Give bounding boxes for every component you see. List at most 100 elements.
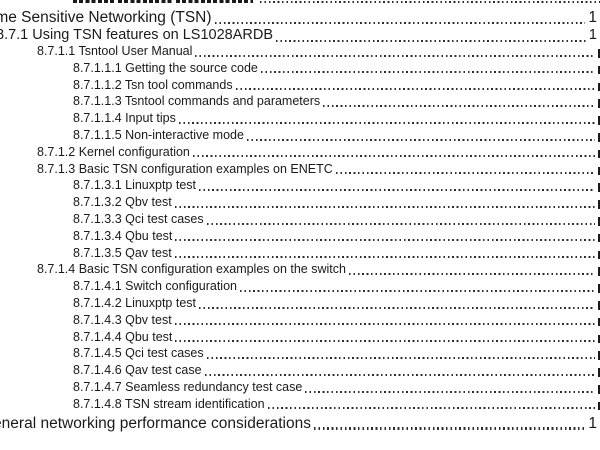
leader-dots: [313, 427, 586, 430]
toc-entry-label: 8.7.1.4.1 Switch configuration: [73, 279, 237, 294]
toc-entry-label: 8.7.1.4.6 Qav test case: [73, 363, 202, 378]
toc-entry[interactable]: 8.7.1.3.4 Qbu test: [73, 229, 600, 244]
toc-entry-page-clipped: [597, 217, 600, 226]
clipped-text-sliver: [118, 0, 172, 4]
toc-entry-label: 8.7.1.1.3 Tsntool commands and parameter…: [73, 94, 321, 109]
toc-entry-page-clipped: [597, 301, 600, 310]
leader-dots: [199, 306, 595, 309]
toc-entry-page-clipped: [597, 99, 600, 108]
toc-entry[interactable]: 8.7.1.4.3 Qbv test: [73, 313, 600, 328]
clipped-text-sliver: [73, 0, 114, 4]
toc-entry-page-clipped: [597, 233, 600, 243]
leader-dots: [178, 121, 595, 124]
toc-entry[interactable]: 8.7.1.3.1 Linuxptp test: [73, 178, 600, 193]
toc-entry[interactable]: 8.7.1.3 Basic TSN configuration examples…: [37, 162, 600, 177]
leader-dots: [305, 390, 595, 393]
toc-entry-label: 8.7.1.3.1 Linuxptp test: [73, 178, 197, 193]
leader-dots: [267, 407, 595, 410]
toc-entry[interactable]: 8.7.1.4.6 Qav test case: [73, 363, 600, 378]
leader-dots: [174, 323, 595, 326]
toc-entry-page-clipped: [597, 166, 600, 176]
toc-entry-page-clipped: [597, 183, 600, 192]
toc-entry-label: 8.7.1.3.3 Qci test cases: [73, 212, 204, 226]
toc-entry-page-clipped: [597, 149, 600, 159]
toc-entry[interactable]: 8.7.1.3.2 Qbv test: [73, 195, 600, 210]
toc-entry-label: 8.7.1.4.3 Qbv test: [73, 312, 172, 327]
clipped-text-sliver: [176, 0, 253, 4]
toc-entry-page-clipped: [597, 317, 600, 327]
toc-entry[interactable]: 8.7.1.2 Kernel configuration: [37, 145, 600, 160]
toc-entry-label: Time Sensitive Networking (TSN): [0, 9, 212, 26]
toc-entry-page-clipped: [597, 250, 600, 260]
toc-entry[interactable]: 8.7.1.1.4 Input tips: [73, 111, 600, 126]
toc-entry-label: 8.7.1.3 Basic TSN configuration examples…: [37, 161, 333, 176]
toc-entry-label: 8.7.1.4 Basic TSN configuration examples…: [37, 262, 346, 277]
leader-dots: [206, 222, 595, 225]
toc-entry-page-clipped: [597, 267, 600, 276]
toc-entry[interactable]: 8.7.1.1 Tsntool User Manual: [37, 44, 600, 59]
toc-entry[interactable]: 8.7.1.3.5 Qav test: [73, 246, 600, 261]
toc-entry-page-clipped: [597, 65, 600, 75]
toc-entry-label: 8.7.1.4.8 TSN stream identification: [73, 396, 265, 411]
leader-dots: [260, 0, 600, 3]
toc-entry[interactable]: General networking performance considera…: [0, 414, 597, 433]
leader-dots: [175, 239, 595, 242]
toc-entry-label: 8.7.1.4.4 Qbu test: [73, 329, 173, 344]
toc-entry-page-clipped: [597, 116, 600, 125]
leader-dots: [199, 188, 595, 191]
toc-entry-label: 8.7.1 Using TSN features on LS1028ARDB: [0, 27, 274, 43]
toc-entry-label: 8.7.1.4.2 Linuxptp test: [73, 296, 197, 310]
toc-entry[interactable]: 8.7.1.4.4 Qbu test: [73, 330, 600, 345]
toc-entry-label: General networking performance considera…: [0, 414, 311, 432]
leader-dots: [246, 138, 595, 141]
toc-entry-label: 8.7.1.3.2 Qbv test: [73, 195, 172, 210]
toc-entry-label: 8.7.1.1.5 Non-interactive mode: [73, 128, 244, 142]
leader-dots: [260, 71, 595, 74]
toc-entry-page-clipped: [597, 49, 600, 58]
toc-entry-page-clipped: [597, 351, 600, 360]
toc-entry[interactable]: 8.7.1.1.5 Non-interactive mode: [73, 128, 600, 143]
leader-dots: [240, 289, 595, 292]
toc-entry-page: 1: [588, 27, 597, 43]
toc-entry-page: 1: [588, 9, 597, 26]
toc-entry[interactable]: 8.7.1.4.7 Seamless redundancy test case: [73, 380, 600, 395]
leader-dots: [214, 21, 586, 24]
toc-entry-page-clipped: [597, 401, 600, 411]
toc-entry[interactable]: Time Sensitive Networking (TSN) 1: [0, 8, 597, 27]
toc-entry-label: 8.7.1.2 Kernel configuration: [37, 144, 190, 159]
toc-entry[interactable]: 8.7.1.1.2 Tsn tool commands: [73, 78, 600, 93]
toc-entry[interactable]: 8.7.1.4.1 Switch configuration: [73, 279, 600, 294]
toc-entry-label: 8.7.1.3.5 Qav test: [73, 245, 172, 260]
toc-entry-clipped: [0, 0, 600, 4]
toc-entry-label: 8.7.1.3.4 Qbu test: [73, 228, 173, 243]
leader-dots: [204, 373, 595, 376]
leader-dots: [235, 88, 595, 91]
leader-dots: [276, 39, 586, 42]
leader-dots: [195, 54, 595, 57]
toc-entry-label: 8.7.1.4.5 Qci test cases: [73, 346, 204, 361]
toc-entry[interactable]: 8.7.1.4 Basic TSN configuration examples…: [37, 262, 600, 277]
toc-entry[interactable]: 8.7.1.4.8 TSN stream identification: [73, 397, 600, 412]
toc-entry-page-clipped: [597, 368, 600, 377]
leader-dots: [174, 256, 595, 259]
toc-entry-label: 8.7.1.1 Tsntool User Manual: [37, 44, 193, 58]
toc-entry-page-clipped: [597, 284, 600, 293]
toc-entry-label: 8.7.1.1.2 Tsn tool commands: [73, 77, 233, 92]
toc-entry[interactable]: 8.7.1.4.2 Linuxptp test: [73, 296, 600, 311]
leader-dots: [192, 155, 595, 158]
leader-dots: [335, 172, 595, 175]
toc-entry[interactable]: 8.7.1.4.5 Qci test cases: [73, 346, 600, 361]
toc-entry-page-clipped: [597, 385, 600, 394]
toc-entry[interactable]: 8.7.1.3.3 Qci test cases: [73, 212, 600, 227]
toc-entry[interactable]: 8.7.1 Using TSN features on LS1028ARDB 1: [0, 26, 597, 45]
toc-entry-page: 1: [588, 414, 597, 432]
leader-dots: [323, 104, 595, 107]
toc-entry-page-clipped: [597, 82, 600, 92]
toc-entry-label: 8.7.1.1.4 Input tips: [73, 111, 176, 126]
toc-entry[interactable]: 8.7.1.1.1 Getting the source code: [73, 61, 600, 76]
toc-entry[interactable]: 8.7.1.1.3 Tsntool commands and parameter…: [73, 94, 600, 109]
toc-entry-label: 8.7.1.1.1 Getting the source code: [73, 60, 258, 75]
toc-entry-page-clipped: [597, 200, 600, 209]
